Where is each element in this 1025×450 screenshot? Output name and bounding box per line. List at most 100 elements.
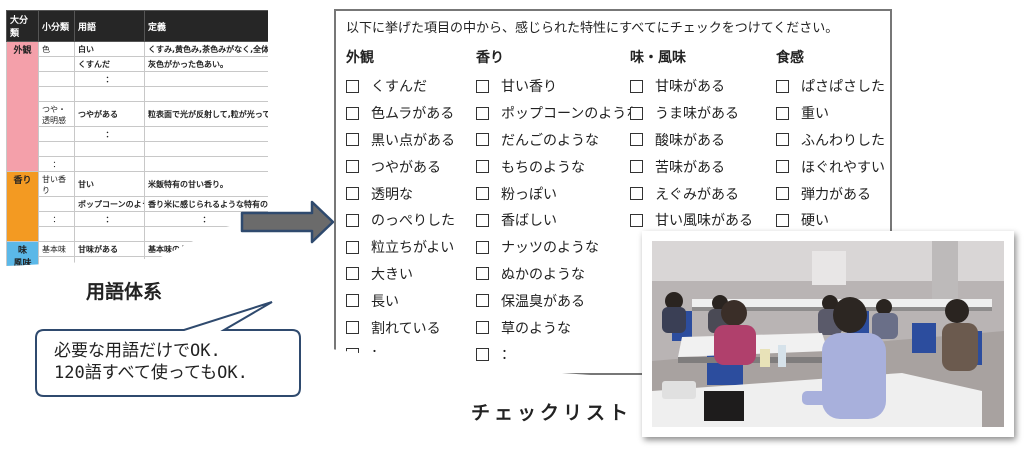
checkbox[interactable]: [476, 240, 489, 254]
checklist-item[interactable]: うま味がある: [630, 100, 753, 127]
term-table-row: [7, 256, 268, 266]
tasting-room-image: [652, 241, 1004, 427]
checkbox[interactable]: [476, 294, 489, 308]
checklist-item[interactable]: 甘味がある: [630, 73, 753, 100]
checklist-item-label: 重い: [801, 106, 829, 123]
checkbox[interactable]: [776, 187, 789, 201]
checklist-item[interactable]: だんごのような: [476, 127, 640, 154]
checklist-item[interactable]: ぬかのような: [476, 261, 640, 288]
checkbox[interactable]: [346, 294, 359, 308]
checklist-item[interactable]: もちのような: [476, 153, 640, 180]
checklist-item[interactable]: 割れている: [346, 314, 455, 341]
checkbox[interactable]: [346, 133, 359, 147]
checklist-item[interactable]: 長い: [346, 287, 455, 314]
checklist-item[interactable]: 甘い風味がある: [630, 207, 753, 234]
checklist-item[interactable]: のっぺりした: [346, 207, 455, 234]
checklist-item-label: 保温臭がある: [501, 293, 585, 310]
checkbox[interactable]: [476, 187, 489, 201]
checkbox[interactable]: [630, 79, 643, 93]
checkbox[interactable]: [630, 160, 643, 174]
checkbox[interactable]: [346, 213, 359, 227]
term-table-row: ：: [7, 71, 268, 87]
checklist-item-label: えぐみがある: [655, 186, 739, 203]
checklist-item-label: 粒立ちがよい: [371, 240, 455, 257]
checkbox[interactable]: [346, 160, 359, 174]
checkbox[interactable]: [630, 106, 643, 120]
checkbox[interactable]: [476, 79, 489, 93]
term-cell: [74, 226, 145, 242]
checklist-item[interactable]: 透明な: [346, 180, 455, 207]
checklist-item[interactable]: 黒い点がある: [346, 127, 455, 154]
checklist-item[interactable]: ナッツのような: [476, 234, 640, 261]
checklist-item[interactable]: ほぐれやすい: [776, 153, 885, 180]
minor-category-cell: ：: [38, 211, 75, 227]
header-definition: 定義: [144, 10, 268, 42]
definition-cell: [144, 256, 268, 266]
checkbox[interactable]: [776, 133, 789, 147]
bubble-line-2: 120語すべて使ってもOK.: [54, 363, 248, 383]
checklist-item[interactable]: 硬い: [776, 207, 885, 234]
term-table-row: 味風味基本味甘味がある基本味のうちの甘味。: [6, 241, 268, 266]
tasting-session-photo: [642, 231, 1014, 437]
checklist-item[interactable]: 大きい: [346, 261, 455, 288]
checkbox[interactable]: [630, 133, 643, 147]
checklist-item[interactable]: 苦味がある: [630, 153, 753, 180]
term-table-row: [7, 226, 268, 242]
checklist-item[interactable]: つやがある: [346, 153, 455, 180]
checkbox[interactable]: [776, 79, 789, 93]
checkbox[interactable]: [346, 267, 359, 281]
checkbox[interactable]: [776, 106, 789, 120]
term-system-caption: 用語体系: [86, 281, 163, 303]
checkbox[interactable]: [476, 267, 489, 281]
checklist-item[interactable]: 保温臭がある: [476, 287, 640, 314]
checkbox[interactable]: [476, 213, 489, 227]
minor-category-cell: [38, 71, 75, 87]
checkbox[interactable]: [346, 106, 359, 120]
checkbox[interactable]: [776, 213, 789, 227]
checkbox[interactable]: [346, 240, 359, 254]
checklist-item-label: ほぐれやすい: [801, 159, 885, 176]
checkbox[interactable]: [346, 347, 359, 361]
checkbox[interactable]: [776, 160, 789, 174]
checkbox[interactable]: [476, 133, 489, 147]
checklist-item-label: 長い: [371, 293, 399, 310]
checklist-item[interactable]: 酸味がある: [630, 127, 753, 154]
checkbox[interactable]: [630, 213, 643, 227]
checkbox[interactable]: [630, 187, 643, 201]
checklist-item[interactable]: 色ムラがある: [346, 100, 455, 127]
checklist-item[interactable]: えぐみがある: [630, 180, 753, 207]
checkbox[interactable]: [476, 106, 489, 120]
term-cell: [74, 86, 145, 102]
term-cell: [74, 141, 145, 157]
checklist-item[interactable]: ぱさぱさした: [776, 73, 885, 100]
checklist-item[interactable]: ：: [346, 341, 455, 368]
checklist-item-label: ナッツのような: [501, 240, 599, 257]
checklist-item[interactable]: 香ばしい: [476, 207, 640, 234]
checklist-item[interactable]: 粒立ちがよい: [346, 234, 455, 261]
checklist-column: 食感ぱさぱさした重いふんわりしたほぐれやすい弾力がある硬い: [776, 47, 885, 234]
checklist-item[interactable]: 草のような: [476, 314, 640, 341]
major-category-cell: 外観: [6, 41, 39, 172]
checklist-item[interactable]: ポップコーンのような: [476, 100, 640, 127]
checklist-item-label: 割れている: [371, 320, 441, 337]
checkbox[interactable]: [346, 187, 359, 201]
checklist-item[interactable]: くすんだ: [346, 73, 455, 100]
checklist-item[interactable]: ふんわりした: [776, 127, 885, 154]
definition-cell: 米飯特有の甘い香り。: [144, 171, 268, 197]
checklist-item-label: ぬかのような: [501, 266, 585, 283]
checkbox[interactable]: [346, 321, 359, 335]
checklist-column-header: 味・風味: [630, 50, 686, 66]
checklist-item[interactable]: 粉っぽい: [476, 180, 640, 207]
checklist-item[interactable]: 甘い香り: [476, 73, 640, 100]
checklist-item-label: だんごのような: [501, 132, 599, 149]
definition-cell: 粒表面で光が反射して,粒が光ってい: [144, 101, 268, 127]
checkbox[interactable]: [476, 321, 489, 335]
checkbox[interactable]: [476, 347, 489, 361]
checkbox[interactable]: [346, 79, 359, 93]
major-category-cell: 香り: [6, 171, 39, 242]
checklist-item[interactable]: 弾力がある: [776, 180, 885, 207]
checklist-item-label: 透明な: [371, 186, 413, 203]
checklist-item[interactable]: ：: [476, 341, 640, 368]
checklist-item[interactable]: 重い: [776, 100, 885, 127]
checkbox[interactable]: [476, 160, 489, 174]
